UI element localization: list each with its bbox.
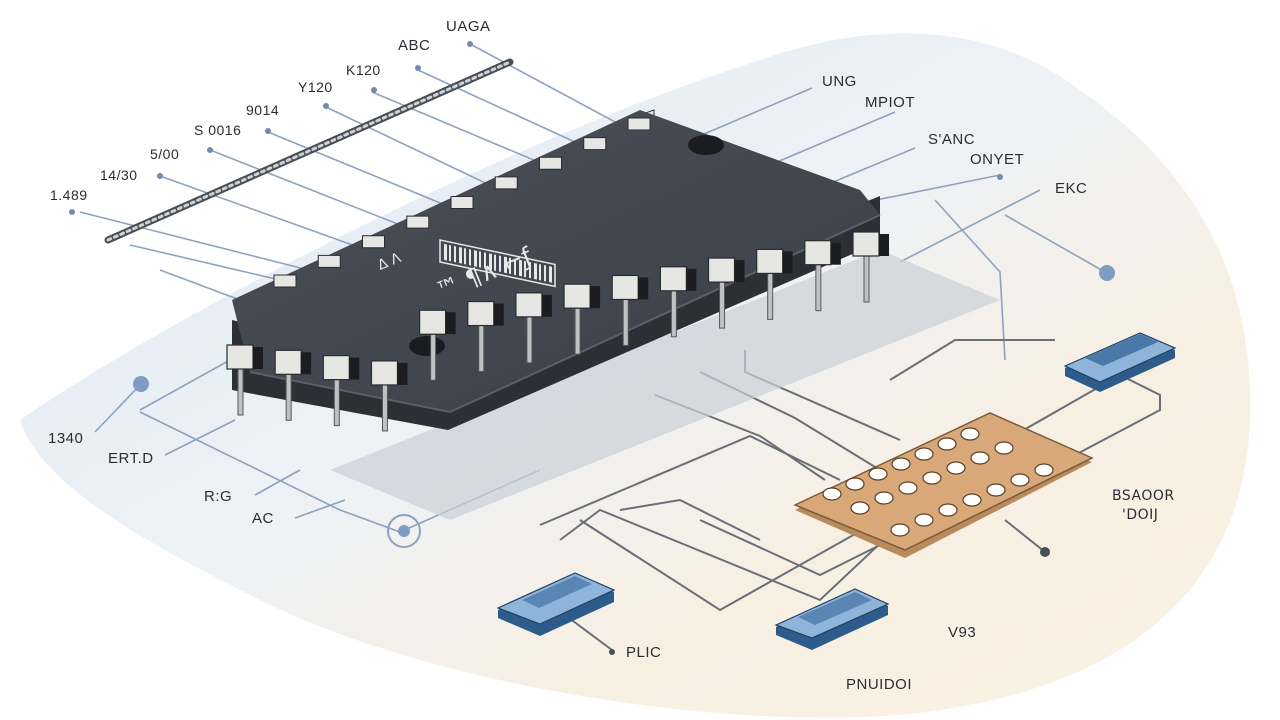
- label-ac: AC: [252, 510, 274, 527]
- chip-pin: [370, 360, 408, 432]
- label-y120: Y120: [298, 79, 333, 95]
- chip-pin: [611, 274, 649, 346]
- chip-rear-pin: [494, 176, 518, 190]
- chip-pin: [756, 248, 793, 320]
- chip-front-pins: [226, 231, 889, 432]
- wire-node-plic: [609, 649, 615, 655]
- chip-rear-pin: [362, 235, 385, 249]
- copper-board: [793, 412, 1094, 558]
- label-9014: 9014: [246, 102, 280, 118]
- chip-shadow: [330, 250, 1000, 520]
- wire-node-board: [1040, 547, 1050, 557]
- label-ekc: EKC: [1055, 180, 1088, 197]
- chip-pin: [804, 240, 841, 312]
- label-k120: K120: [346, 62, 381, 78]
- chip-dimple-2: [409, 336, 445, 356]
- chip-rear-pin: [317, 254, 341, 268]
- chip-rear-pin: [450, 196, 474, 209]
- smd-component-bottom-left: [496, 572, 616, 636]
- leader-nodes: [69, 41, 1003, 215]
- node-right: [1099, 265, 1115, 281]
- label-1489: 1.489: [50, 187, 88, 203]
- label-s0016: S 0016: [194, 122, 242, 138]
- label-doij: 'DOIJ: [1122, 507, 1159, 523]
- label-pnuidoi: PNUIDOI: [846, 676, 913, 693]
- chip-pin: [659, 266, 697, 338]
- label-ertd: ERT.D: [108, 450, 154, 467]
- chip-dimple-1: [688, 135, 724, 155]
- label-1430: 14/30: [100, 167, 138, 183]
- chip-rear-pin: [539, 156, 562, 170]
- label-mpiot: MPIOT: [865, 94, 915, 111]
- chip-pin: [322, 355, 360, 427]
- dip-chip: ™ ¶∧ ⌐ƒ Δ Λ: [226, 109, 889, 432]
- label-uaga: UAGA: [446, 18, 491, 35]
- label-onyet: ONYET: [970, 151, 1025, 168]
- label-ung: UNG: [822, 73, 857, 90]
- chip-pin: [707, 257, 745, 329]
- chip-pin: [515, 292, 552, 364]
- label-plic: PLIC: [626, 644, 662, 661]
- label-abc: ABC: [398, 37, 431, 54]
- chip-rear-pin: [273, 274, 297, 288]
- chip-rear-pins: [273, 117, 651, 288]
- chip-pin: [226, 344, 263, 416]
- node-left: [133, 376, 149, 392]
- node-target: [387, 514, 421, 548]
- chip-pin: [563, 283, 601, 355]
- label-v93: V93: [948, 624, 977, 641]
- chip-rear-pin: [583, 137, 607, 151]
- label-1340: 1340: [48, 430, 84, 447]
- label-bsaoor: BSAOOR: [1112, 488, 1175, 504]
- label-rg: R:G: [204, 488, 233, 505]
- chip-pin: [467, 300, 504, 373]
- chip-rear-pin: [627, 117, 651, 131]
- chip-body-top: [232, 110, 880, 412]
- pin-header-rod: [104, 58, 514, 244]
- chip-rear-pin: [406, 215, 430, 229]
- chip-pin: [274, 349, 312, 421]
- leader-lines: [79, 43, 1106, 533]
- chip-marking-barcode: [439, 239, 556, 288]
- label-500: 5/00: [150, 146, 180, 162]
- chip-pin: [419, 309, 456, 381]
- smd-component-bottom-center: [774, 588, 890, 650]
- label-sanc: S'ANC: [928, 131, 976, 148]
- chip-pin: [852, 231, 889, 303]
- smd-component-right: [1063, 332, 1177, 392]
